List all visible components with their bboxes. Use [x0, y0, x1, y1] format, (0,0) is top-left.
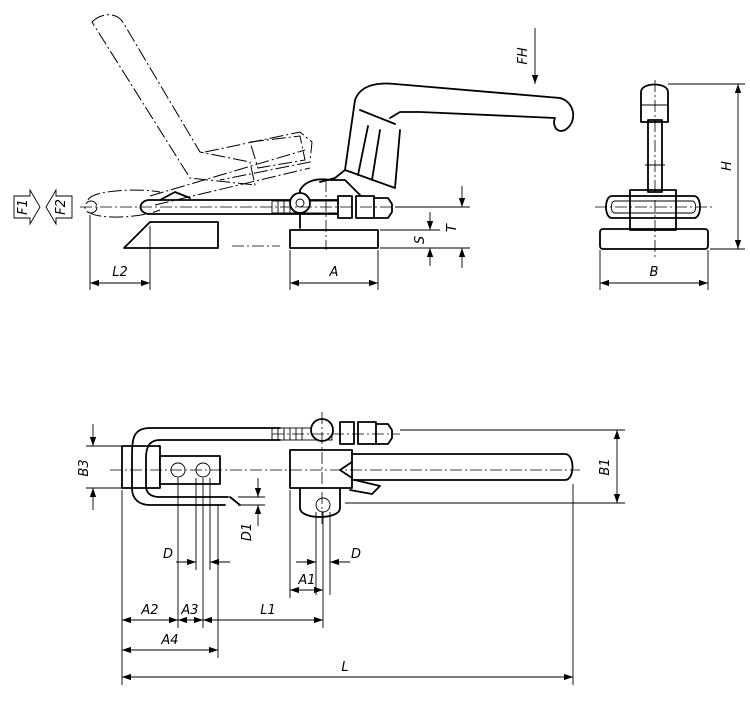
label-f1: F1	[16, 199, 31, 215]
handle-neck	[357, 125, 381, 181]
dim-a2-a3-l1: A2 A3 L1	[121, 478, 324, 685]
bail-loop-inner	[145, 439, 281, 498]
top-handle-tab	[349, 479, 381, 495]
label-b: B	[650, 265, 659, 280]
dim-d-right: D	[296, 512, 361, 595]
nut-3	[373, 197, 393, 219]
label-d1: D1	[240, 523, 255, 541]
label-a3: A3	[180, 603, 198, 618]
dim-b3: B3	[77, 424, 125, 510]
phantom-open-spindle	[87, 135, 306, 218]
dim-d1: D1	[238, 478, 265, 541]
latch-bracket	[123, 221, 219, 249]
top-view	[110, 412, 580, 525]
label-b3: B3	[77, 459, 92, 476]
label-a1: A1	[297, 573, 315, 588]
label-d-right: D	[351, 547, 361, 562]
dim-l2: L2	[89, 215, 151, 290]
end-bail	[605, 195, 701, 219]
label-fh: FH	[516, 47, 531, 64]
label-l: L	[341, 660, 348, 675]
label-s: S	[413, 236, 428, 244]
dim-a1: A1	[289, 490, 323, 598]
dim-b1: B1	[345, 429, 625, 504]
handle	[354, 82, 574, 132]
end-handle-detail	[641, 104, 668, 166]
phantom-open-handle	[91, 14, 256, 186]
label-l2: L2	[112, 265, 128, 280]
side-view	[80, 14, 574, 250]
dim-d-left: D	[163, 478, 230, 570]
dim-s-t: S T	[380, 186, 470, 268]
label-t: T	[445, 223, 460, 232]
label-a4: A4	[160, 633, 178, 648]
top-tab	[229, 496, 241, 506]
bail-loop	[131, 427, 281, 506]
label-f2: F2	[54, 199, 69, 215]
force-f1-f2: F1 F2	[13, 188, 73, 226]
hook-tip	[159, 191, 191, 201]
label-a: A	[329, 265, 339, 280]
label-d-left: D	[163, 547, 173, 562]
arrow-f2	[45, 188, 73, 226]
end-body	[629, 189, 677, 231]
end-bail-inner	[610, 200, 697, 214]
end-view	[595, 80, 715, 258]
end-base	[599, 228, 709, 250]
end-handle-grip	[640, 83, 669, 123]
dim-a: A	[289, 250, 379, 290]
body-pivot	[289, 192, 311, 214]
label-l1: L1	[260, 603, 276, 618]
dim-b: B	[599, 250, 709, 290]
phantom-open-arm	[149, 131, 313, 206]
label-b1: B1	[598, 458, 613, 475]
latch-plate	[121, 445, 161, 489]
top-body	[289, 449, 353, 489]
label-h: H	[720, 161, 735, 171]
dim-a4: A4	[122, 633, 218, 654]
clamp-body	[289, 229, 379, 249]
top-nut-1	[339, 421, 355, 445]
top-nut-2	[357, 421, 377, 445]
top-mount-hole	[315, 497, 331, 513]
handle-link	[319, 99, 401, 189]
arrow-f1	[13, 188, 41, 226]
dim-h: H	[668, 83, 745, 250]
label-a2: A2	[140, 603, 158, 618]
force-fh: FH	[516, 28, 539, 84]
top-handle	[351, 453, 574, 481]
top-body-foot	[299, 487, 341, 518]
dim-l: L	[122, 484, 574, 685]
